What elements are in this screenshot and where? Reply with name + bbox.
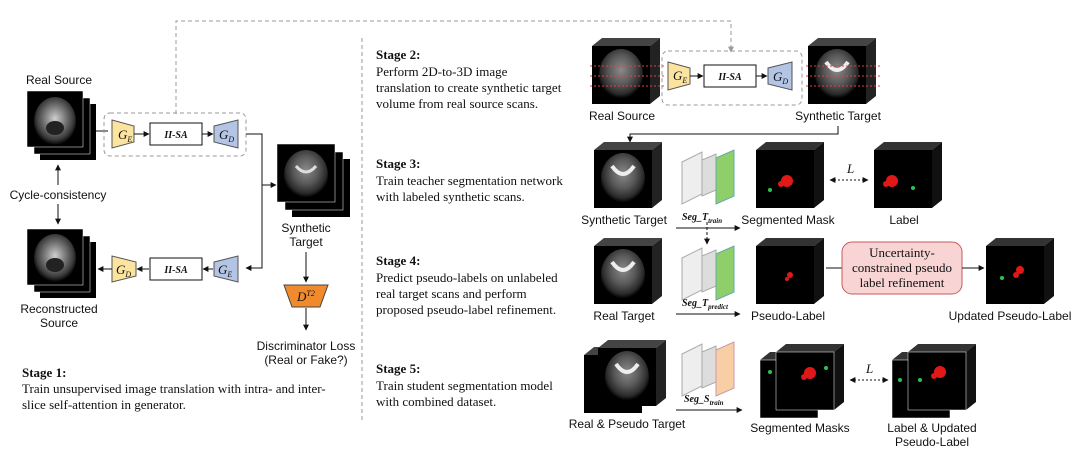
- iisa-bottom-label: II-SA: [163, 265, 188, 276]
- stage5-loss-label: L: [865, 361, 873, 376]
- refine-line3: label refinement: [860, 275, 945, 290]
- stage5-segmented-masks-label: Segmented Masks: [750, 421, 849, 435]
- synthetic-to-generator-arrow: [245, 185, 263, 271]
- refine-line2: constrained pseudo: [852, 260, 952, 275]
- stage3-synthetic-cube: [594, 142, 662, 208]
- real-source-label: Real Source: [26, 73, 92, 87]
- generator-to-synthetic-arrow: [246, 133, 277, 188]
- stage3-title: Stage 3:: [376, 156, 420, 171]
- reconstructed-label-1: Reconstructed: [20, 302, 97, 316]
- stage1-title: Stage 1:: [22, 365, 66, 380]
- stage5-seg-label: Seg_Strain: [684, 394, 724, 407]
- discriminator-loss-label: Discriminator Loss: [257, 339, 356, 353]
- stage1-line1: Train unsupervised image translation wit…: [22, 381, 326, 396]
- reconstructed-label-2: Source: [40, 316, 78, 330]
- stage5-label-updated-cube: [891, 344, 976, 419]
- stage4-line1: Predict pseudo-labels on unlabeled: [376, 270, 558, 285]
- stage2-encoder-shape: [667, 61, 691, 91]
- stage2-synthetic-target-cube: [806, 38, 880, 104]
- encoder-bottom-shape: [213, 255, 239, 283]
- stage5-real-pseudo-label: Real & Pseudo Target: [569, 417, 686, 431]
- stage2-encoder-label: GE: [673, 68, 687, 85]
- iisa-bottom-box: [149, 257, 203, 281]
- discriminator-shape: [283, 284, 329, 308]
- real-source-stack: [26, 90, 96, 160]
- stage5-real-pseudo-cube: [584, 340, 666, 413]
- encoder-bottom-label: GE: [218, 262, 232, 279]
- stage3-label-label: Label: [889, 213, 918, 227]
- stage4-seg-label: Seg_Tpredict: [682, 298, 729, 311]
- discriminator-label: DT2: [296, 289, 315, 304]
- stage4-line3: proposed pseudo-label refinement.: [376, 302, 556, 317]
- stage5-segmented-masks-cube: [759, 344, 844, 419]
- stage3-segmented-mask-cube: [756, 142, 824, 208]
- stage3-loss-label: L: [846, 161, 854, 176]
- iisa-top-label: II-SA: [163, 130, 188, 141]
- stage5-label-line1: Label & Updated: [887, 421, 976, 435]
- synthetic-label-2: Target: [289, 235, 323, 249]
- real-or-fake-label: (Real or Fake?): [264, 353, 347, 367]
- stage5-label-line2: Pseudo-Label: [895, 435, 969, 449]
- stage3-segmented-mask-label: Segmented Mask: [741, 213, 835, 227]
- decoder-top-label: GD: [219, 127, 234, 144]
- decoder-top-shape: [213, 119, 239, 149]
- stage2-to-stage3-arrow: [627, 126, 839, 143]
- encoder-top-shape: [111, 119, 135, 149]
- synthetic-target-stack: [276, 143, 350, 217]
- stage1-line2: slice self-attention in generator.: [22, 397, 186, 412]
- reconstructed-source-stack: [26, 228, 96, 298]
- stage3-line2: with labeled synthetic scans.: [376, 189, 525, 204]
- stage2-synthetic-target-label: Synthetic Target: [795, 109, 881, 123]
- synthetic-label-1: Synthetic: [281, 221, 330, 235]
- stage5-title: Stage 5:: [376, 361, 420, 376]
- stage4-network-icon: [681, 245, 735, 301]
- stage5-network-icon: [681, 341, 735, 397]
- stage2-decoder-shape: [767, 61, 793, 91]
- stage2-line2: translation to create synthetic target: [376, 80, 562, 95]
- stage2-line3: volume from real source scans.: [376, 96, 538, 111]
- decoder-bottom-shape: [111, 255, 137, 283]
- stage4-line2: real target scans and perform: [376, 286, 527, 301]
- stage2-real-source-cube: [590, 38, 664, 104]
- stage4-pseudo-label-cube: [756, 238, 824, 304]
- stage3-synthetic-target-label: Synthetic Target: [581, 213, 667, 227]
- stage3-label-cube: [874, 142, 942, 208]
- stage5-line1: Train student segmentation model: [376, 378, 553, 393]
- stage4-title: Stage 4:: [376, 253, 420, 268]
- stage4-updated-label: Updated Pseudo-Label: [949, 309, 1072, 323]
- cycle-consistency-label: Cycle-consistency: [10, 188, 107, 202]
- stage2-line1: Perform 2D-to-3D image: [376, 64, 508, 79]
- encoder-top-label: GE: [118, 127, 132, 144]
- stage3-seg-label: Seg_Ttrain: [682, 212, 722, 225]
- stage4-real-target-label: Real Target: [593, 309, 655, 323]
- stage2-iisa-label: II-SA: [717, 72, 742, 83]
- stage4-real-target-cube: [594, 238, 662, 304]
- stage3-line1: Train teacher segmentation network: [376, 173, 563, 188]
- stage2-real-source-label: Real Source: [589, 109, 655, 123]
- stage2-decoder-label: GD: [773, 69, 788, 86]
- decoder-bottom-label: GD: [116, 262, 131, 279]
- refine-line1: Uncertainty-: [869, 245, 935, 260]
- stage2-generator-box: [661, 50, 803, 106]
- stage4-pseudo-label-label: Pseudo-Label: [751, 309, 825, 323]
- stage3-network-icon: [681, 149, 735, 205]
- stage4-updated-pseudo-label-cube: [986, 238, 1054, 304]
- stage2-title: Stage 2:: [376, 47, 420, 62]
- stage5-line2: with combined dataset.: [376, 394, 496, 409]
